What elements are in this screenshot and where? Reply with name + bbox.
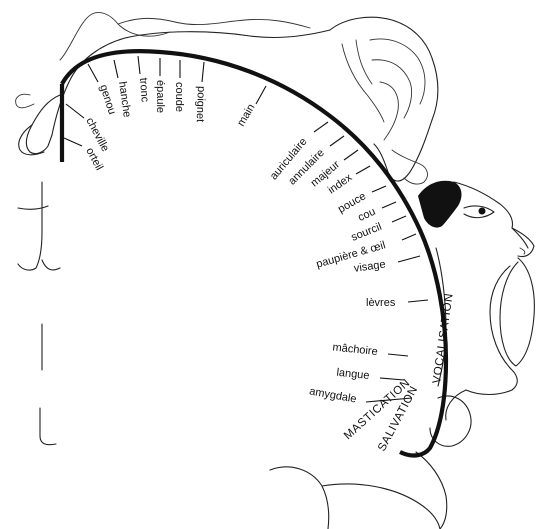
label-levres: lèvres	[366, 297, 396, 309]
torso-line	[16, 94, 34, 108]
eye-pupil	[479, 208, 486, 215]
section-marks	[18, 182, 60, 445]
tick-visage	[398, 256, 420, 262]
lips-outline	[466, 266, 517, 395]
nostril-line	[520, 248, 525, 254]
hair-shape	[418, 181, 461, 228]
label-genou: genou	[97, 83, 118, 116]
tick-main	[256, 86, 266, 104]
section-mark-bottom	[40, 408, 56, 445]
tick-genou	[88, 64, 98, 82]
tick-cheville	[66, 104, 84, 118]
tick-majeur	[344, 150, 358, 160]
section-mark-top	[18, 182, 60, 270]
mouth-outline	[500, 258, 534, 366]
label-visage: visage	[353, 259, 386, 275]
hand-fingers-4	[356, 40, 372, 84]
lower-outline-2	[322, 484, 440, 529]
tick-sourcil	[392, 216, 406, 222]
label-coude: coude	[173, 82, 185, 112]
tick-index	[356, 166, 370, 174]
thumb-outline	[392, 150, 427, 184]
nose-outline	[512, 228, 534, 257]
lower-outline	[270, 467, 329, 529]
tick-annulaire	[330, 136, 344, 146]
label-poignet: poignet	[194, 86, 207, 122]
hand-fingers-5	[342, 44, 384, 122]
label-vocalisation: VOCALISATION	[431, 292, 456, 384]
tick-poignet	[202, 62, 204, 82]
tick-auriculaire	[314, 122, 328, 132]
hand-fingers-2	[372, 60, 412, 118]
label-tronc: tronc	[137, 77, 151, 103]
homunculus-figure	[16, 12, 535, 529]
hip-line	[118, 18, 310, 28]
tick-tronc	[138, 56, 140, 74]
tick-cou	[382, 202, 396, 208]
label-langue: langue	[336, 367, 370, 382]
foot-outline	[19, 125, 44, 155]
tick-levres	[408, 300, 428, 302]
region-labels: orteil cheville genou hanche tronc épaul…	[83, 77, 395, 405]
label-main: main	[235, 102, 257, 129]
label-machoire: mâchoire	[332, 341, 378, 358]
hand-fingers-1	[370, 39, 425, 104]
pharynx-outline	[416, 452, 447, 529]
label-cou: cou	[356, 206, 377, 224]
label-amygdale: amygdale	[308, 385, 357, 405]
chin-outline	[446, 390, 466, 420]
label-epaule: épaule	[154, 80, 166, 113]
tick-hanche	[114, 60, 118, 78]
tick-pouce	[372, 186, 386, 192]
label-hanche: hanche	[116, 81, 133, 118]
tick-machoire	[388, 354, 408, 356]
tick-paupiere	[402, 234, 416, 240]
tick-orteil	[64, 138, 82, 146]
hand-fingers-3	[380, 82, 398, 140]
